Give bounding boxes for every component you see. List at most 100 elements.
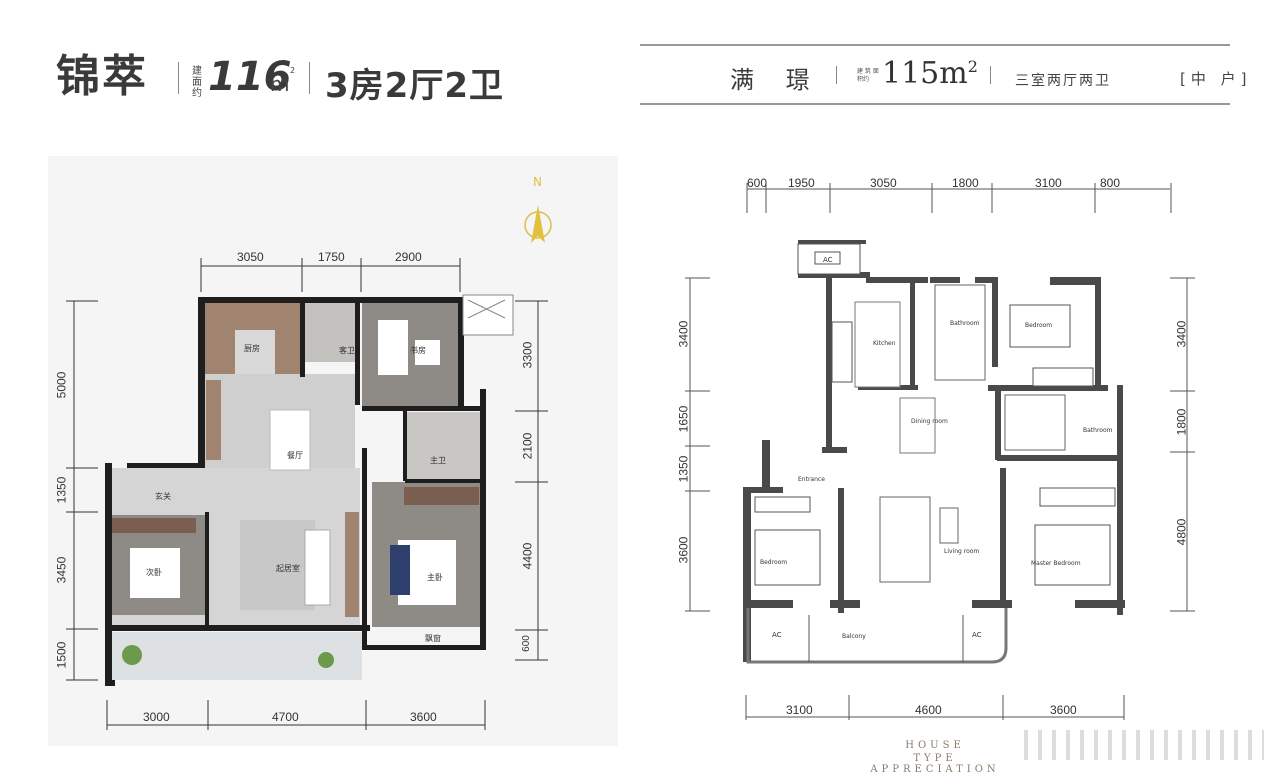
left-area-unit: m [270, 72, 290, 96]
wardrobe [754, 496, 811, 513]
room-dining: Dining room [911, 418, 948, 425]
balcony-outline [746, 608, 1008, 664]
right-plan-name: 满 璟 [730, 66, 822, 94]
dim-label: 1650 [676, 405, 691, 433]
dimension-lines [66, 258, 548, 730]
second-bed [130, 548, 180, 598]
footer-house: HOUSE [905, 740, 965, 751]
dim-label: 2100 [520, 432, 535, 460]
room-master-bedroom: Master Bedroom [1031, 560, 1081, 567]
right-floor-plan [685, 183, 1195, 720]
dim-label: 3400 [1174, 320, 1189, 348]
room-living: Living room [944, 548, 980, 555]
room-bay-window: 飘窗 [425, 634, 441, 643]
walls [105, 297, 486, 686]
room-kitchen: Kitchen [873, 340, 896, 347]
room-ac-top: AC [823, 256, 833, 264]
area-label-char: 建 [192, 66, 202, 77]
room-bathroom-1: Bathroom [950, 320, 980, 327]
ac-unit [814, 251, 841, 265]
dim-label: 3000 [143, 710, 170, 724]
area-label-char: 约 [192, 88, 202, 99]
left-floor-plan [66, 205, 552, 730]
dim-label: 4800 [1174, 518, 1189, 546]
master-bath-floor [405, 412, 480, 482]
dim-label: 3450 [54, 556, 69, 584]
footer-type-appreciation: TYPE APPRECIATION [870, 753, 1000, 775]
armchair [939, 507, 959, 544]
dim-label: 4600 [915, 703, 942, 717]
dining-table [899, 397, 936, 454]
room-guest-bath: 客卫 [339, 346, 355, 355]
room-master-bedroom: 主卧 [427, 573, 443, 582]
plant [122, 645, 142, 665]
header-rule-top [640, 44, 1230, 46]
divider [836, 66, 837, 84]
room-bedroom-1: Bedroom [1025, 322, 1053, 329]
room-bathroom-2: Bathroom [1083, 427, 1113, 434]
room-study: 书房 [410, 346, 426, 355]
compass-icon [524, 205, 552, 243]
wardrobe [1032, 367, 1094, 387]
ac-cross [467, 299, 506, 319]
divider [990, 66, 991, 84]
right-area-label: 建 筑 面积约 [857, 68, 879, 83]
room-ac-left: AC [772, 631, 782, 639]
dim-label: 3050 [870, 176, 897, 190]
dim-label: 3600 [410, 710, 437, 724]
room-second-bedroom: 次卧 [146, 568, 162, 577]
dim-label: 600 [520, 635, 532, 652]
room-entrance: Entrance [798, 476, 825, 483]
sofa [879, 496, 931, 583]
dim-label: 4700 [272, 710, 299, 724]
room-entrance: 玄关 [155, 492, 171, 501]
divider [309, 62, 310, 94]
unit-type: [中 户] [1180, 70, 1252, 88]
dim-label: 5000 [54, 371, 69, 399]
dim-label: 1500 [54, 641, 69, 669]
wardrobe [112, 518, 196, 533]
dim-label: 800 [1100, 176, 1121, 190]
rug [390, 545, 410, 595]
wardrobe [404, 487, 479, 505]
watermark [1024, 730, 1264, 760]
left-area-sup: 2 [290, 66, 296, 75]
storage-cabinet [206, 380, 221, 460]
room-kitchen: 厨房 [244, 344, 260, 353]
study-chair [415, 340, 440, 365]
study-desk [378, 320, 408, 375]
walls [743, 240, 1125, 662]
bed [1009, 304, 1071, 348]
right-area-number: 115m [882, 56, 968, 91]
dim-label: 1950 [788, 176, 815, 190]
area-label-char: 面 [192, 77, 202, 88]
kitchen-island [235, 330, 275, 374]
dim-label: 2900 [395, 250, 422, 264]
dim-label: 1350 [676, 455, 691, 483]
dimension-lines [685, 183, 1195, 720]
sofa [304, 529, 331, 606]
left-area-value: 116 [208, 54, 292, 100]
dim-label: 600 [747, 176, 768, 190]
dim-label: 3050 [237, 250, 264, 264]
room-master-bath: 主卫 [430, 456, 446, 465]
dim-label: 4400 [520, 542, 535, 570]
right-area-value: 115m2 [882, 56, 978, 91]
wardrobe [1039, 487, 1116, 507]
dim-label: 1800 [1174, 408, 1189, 436]
room-dining: 餐厅 [287, 451, 303, 460]
dim-label: 3600 [676, 536, 691, 564]
dim-label: 3600 [1050, 703, 1077, 717]
dining-table [269, 409, 311, 471]
bathroom-1 [934, 284, 986, 381]
dim-label: 1800 [952, 176, 979, 190]
compass-label: N [533, 175, 542, 189]
dim-label: 3100 [1035, 176, 1062, 190]
left-plan-name: 锦萃 [56, 51, 148, 102]
left-layout: 3房2厅2卫 [325, 66, 504, 106]
kitchen-cabinet [831, 321, 853, 383]
kitchen-counter [854, 301, 901, 388]
master-bed [1034, 524, 1111, 586]
right-layout: 三室两厅两卫 [1015, 73, 1111, 89]
bathroom-2 [1004, 394, 1066, 451]
